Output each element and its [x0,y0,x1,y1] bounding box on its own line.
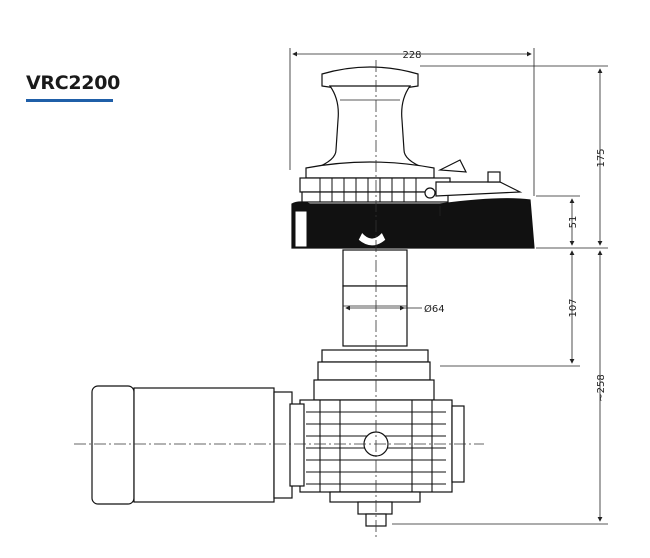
dim-shaft-length: 107 [440,250,580,367]
dim-width: 228 [289,48,535,196]
deck-housing [291,198,535,249]
shaft [342,249,408,347]
gearbox [299,349,465,527]
title-underline [26,99,113,102]
model-title: VRC2200 [26,72,121,94]
dim-height-deck: 51 [536,195,580,246]
dim-height-top-label: 175 [596,148,607,167]
motor [91,385,305,505]
dim-height-deck-label: 51 [568,216,579,229]
dim-width-label: 228 [402,50,421,61]
dim-below-deck: ~258 [392,250,608,525]
dim-shaft-length-label: 107 [568,298,579,317]
dim-below-deck-label: ~258 [596,374,607,401]
gypsy-assembly [299,159,523,203]
dim-height-top: 175 [420,65,608,249]
dim-shaft-diameter-label: Ø64 [424,303,445,315]
capstan-head [305,66,435,179]
dim-shaft-diameter: Ø64 [345,303,445,315]
